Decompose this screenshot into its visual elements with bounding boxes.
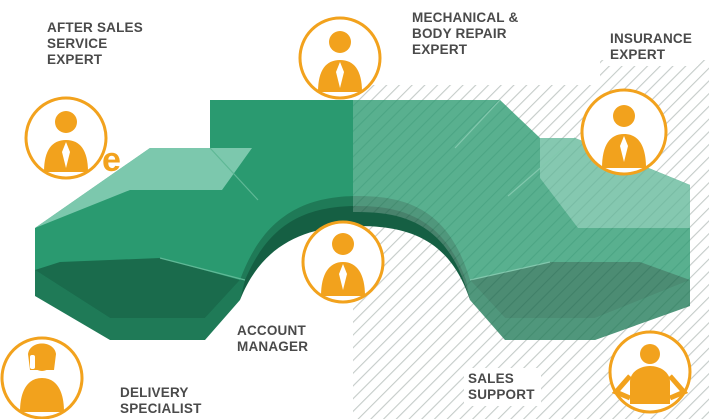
person-hands-on-hips-icon [608,330,692,414]
partial-heading-letter: e [102,141,121,179]
role-label-sales-support: SALES SUPPORT [464,368,541,406]
man-tie-icon [580,88,668,176]
man-tie-icon [24,96,108,180]
woman-phone-icon [0,336,84,419]
man-tie-icon [301,220,385,304]
gear-tooth-highlight [35,148,252,228]
gear-inner-shadow [240,206,470,300]
role-label-insurance: INSURANCE EXPERT [606,28,699,66]
gear-lower-segment [35,258,240,318]
role-label-mechanical: MECHANICAL & BODY REPAIR EXPERT [412,10,519,57]
role-label-delivery: DELIVERY SPECIALIST [120,385,202,416]
role-label-after-sales: AFTER SALES SERVICE EXPERT [47,20,143,67]
role-label-account-manager: ACCOUNT MANAGER [237,323,309,354]
man-tie-icon [298,16,382,100]
